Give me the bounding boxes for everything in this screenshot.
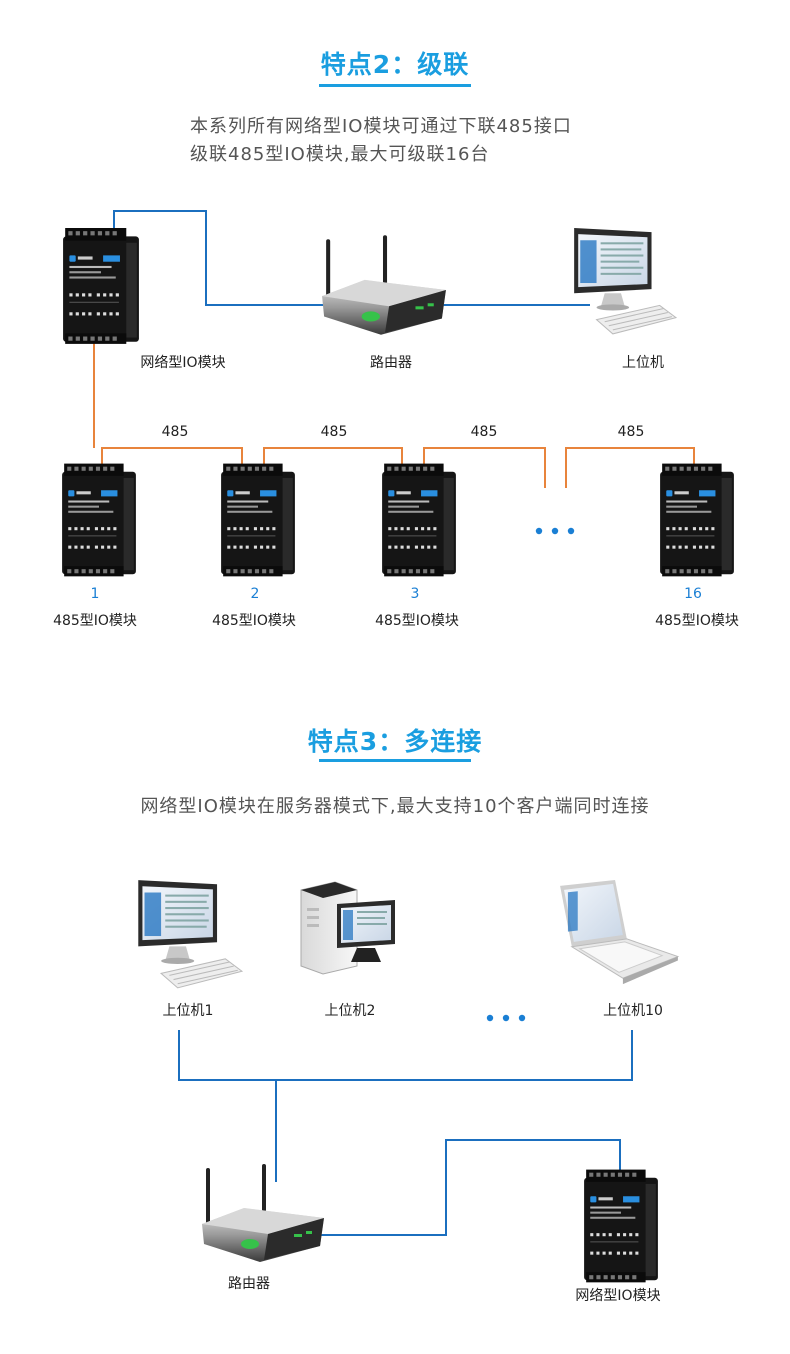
rs485-label-3: 485 <box>470 424 498 440</box>
rs485-line-3-out <box>423 447 546 488</box>
ellipsis-dots-hosts <box>486 1007 528 1026</box>
router-label: 路由器 <box>370 355 412 371</box>
network-module-label-2: 网络型IO模块 <box>575 1288 661 1304</box>
network-io-module <box>63 228 139 344</box>
ethernet-line-host1-bus <box>178 1030 633 1081</box>
feature3-underline <box>319 759 471 762</box>
module-number-16: 16 <box>684 586 702 602</box>
module-label-3: 485型IO模块 <box>375 613 459 629</box>
feature3-description: 网络型IO模块在服务器模式下,最大支持10个客户端同时连接 <box>140 796 650 817</box>
rs485-line-in-16 <box>565 447 695 488</box>
host10-label: 上位机10 <box>603 1003 663 1019</box>
rs485-io-module-1 <box>62 463 136 577</box>
rs485-io-module-16 <box>660 463 734 577</box>
rs485-line-1-2 <box>101 447 243 468</box>
module-number-2: 2 <box>250 586 260 602</box>
host1-label: 上位机1 <box>162 1003 214 1019</box>
rs485-label-4: 485 <box>617 424 645 440</box>
feature2-desc-line1: 本系列所有网络型IO模块可通过下联485接口 <box>190 116 572 137</box>
router-icon-2 <box>202 1164 324 1262</box>
ethernet-line-module-router <box>113 210 335 306</box>
rs485-line-2-3 <box>263 447 403 468</box>
host-computer-icon <box>573 227 677 335</box>
rs485-io-module-3 <box>382 463 456 577</box>
host10-laptop-icon <box>559 880 679 985</box>
ellipsis-dots <box>535 520 577 539</box>
ethernet-line-router-module <box>318 1139 621 1236</box>
network-io-module-2 <box>584 1169 658 1283</box>
module-label-16: 485型IO模块 <box>655 613 739 629</box>
module-number-1: 1 <box>90 586 100 602</box>
router-label-2: 路由器 <box>228 1276 270 1292</box>
host2-label: 上位机2 <box>324 1003 376 1019</box>
network-module-label: 网络型IO模块 <box>140 355 226 371</box>
host1-monitor-icon <box>137 879 243 989</box>
host2-desktop-icon <box>300 881 396 975</box>
host-label: 上位机 <box>622 355 664 371</box>
router-icon <box>322 235 446 335</box>
feature2-title: 特点2：级联 <box>320 50 470 79</box>
feature2-description: 本系列所有网络型IO模块可通过下联485接口 级联485型IO模块,最大可级联1… <box>190 113 630 169</box>
feature3-title: 特点3：多连接 <box>307 727 483 756</box>
module-label-2: 485型IO模块 <box>212 613 296 629</box>
feature2-underline <box>319 84 471 87</box>
rs485-label-1: 485 <box>161 424 189 440</box>
rs485-label-2: 485 <box>320 424 348 440</box>
rs485-io-module-2 <box>221 463 295 577</box>
module-number-3: 3 <box>410 586 420 602</box>
feature2-desc-line2: 级联485型IO模块,最大可级联16台 <box>190 144 490 165</box>
module-label-1: 485型IO模块 <box>53 613 137 629</box>
